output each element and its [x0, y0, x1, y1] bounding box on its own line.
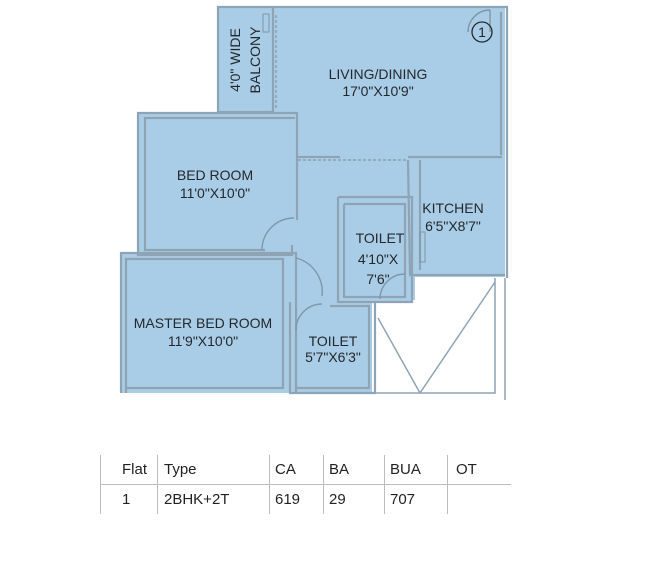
bedroom-label: BED ROOM	[177, 167, 253, 183]
shaft-diagonal-1	[377, 317, 421, 394]
master-bedroom-size: 11'9"X10'0"	[168, 333, 238, 349]
cell-type: 2BHK+2T	[157, 484, 270, 514]
shaft-diagonal-2	[419, 281, 496, 394]
header-ot: OT	[447, 455, 511, 485]
toilet-1-inner	[342, 202, 407, 299]
header-bua: BUA	[384, 455, 448, 485]
header-type: Type	[157, 455, 270, 485]
table-row: 1 2BHK+2T 619 29 707	[100, 484, 511, 514]
header-ba: BA	[323, 455, 385, 485]
toilet-1-size-line1: 4'10"X	[358, 251, 399, 267]
kitchen-label: KITCHEN	[422, 200, 483, 216]
cell-bua: 707	[384, 484, 448, 514]
unit-marker-circle	[471, 21, 493, 43]
shaft-outline	[374, 278, 496, 394]
kitchen-size: 6'5"X8'7"	[425, 218, 481, 234]
balcony-area	[218, 8, 273, 113]
master-inner-wall	[124, 257, 285, 393]
walls	[119, 5, 509, 395]
table-header-row: Flat Type CA BA BUA OT	[100, 455, 511, 485]
bedroom-inner-wall	[143, 116, 295, 252]
living-dining-area	[273, 8, 505, 160]
balcony-label-line1: 4'0" WIDE	[227, 28, 243, 92]
toilet-2-size: 5'7"X6'3"	[305, 349, 361, 365]
toilet-1-size-line2: 7'6"	[366, 271, 389, 287]
open-boundaries	[275, 15, 408, 161]
entrance-door	[467, 9, 491, 33]
toilet-2-label: TOILET	[309, 333, 358, 349]
toilet-2-inner	[294, 304, 371, 390]
room-fills	[121, 8, 505, 393]
living-size: 17'0"X10'9"	[342, 83, 413, 99]
unit-marker-number: 1	[478, 24, 486, 40]
master-wall	[119, 251, 298, 393]
cell-ba: 29	[323, 484, 385, 514]
bedroom-wall	[136, 111, 298, 257]
doors	[261, 9, 491, 331]
toilet-2-area	[290, 300, 372, 393]
kitchen-window	[419, 231, 426, 263]
kitchen-area	[410, 155, 505, 277]
bedroom-door	[261, 217, 295, 251]
floor-plan: 1 LIVING/DINING 17'0"X10'9" 4'0" WIDE BA…	[119, 5, 509, 400]
balcony-label-group: 4'0" WIDE BALCONY	[227, 26, 263, 94]
bedroom-area	[138, 113, 298, 258]
toilet-2-door	[295, 303, 323, 331]
unit-details-table: Flat Type CA BA BUA OT 1 2BHK+2T 619 29 …	[100, 455, 511, 514]
toilet-1-label: TOILET	[356, 230, 405, 246]
toilet-1-area	[338, 197, 411, 302]
kitchen-wall	[406, 159, 505, 277]
outer-wall-top	[216, 5, 509, 278]
header-flat: Flat	[100, 455, 158, 485]
shaft	[374, 278, 506, 400]
living-label: LIVING/DINING	[329, 66, 428, 82]
master-door	[295, 257, 323, 297]
windows	[262, 13, 426, 263]
balcony-label-line2: BALCONY	[247, 26, 263, 94]
bedroom-size: 11'0"X10'0"	[180, 185, 250, 201]
master-bedroom-label: MASTER BED ROOM	[134, 315, 272, 331]
header-ca: CA	[269, 455, 324, 485]
balcony-window	[262, 13, 270, 33]
cell-ca: 619	[269, 484, 324, 514]
toilet-1-door	[379, 273, 406, 300]
cell-flat: 1	[100, 484, 158, 514]
cell-ot	[447, 484, 511, 514]
toilet-1-wall	[336, 195, 414, 304]
master-bedroom-area	[121, 253, 296, 393]
